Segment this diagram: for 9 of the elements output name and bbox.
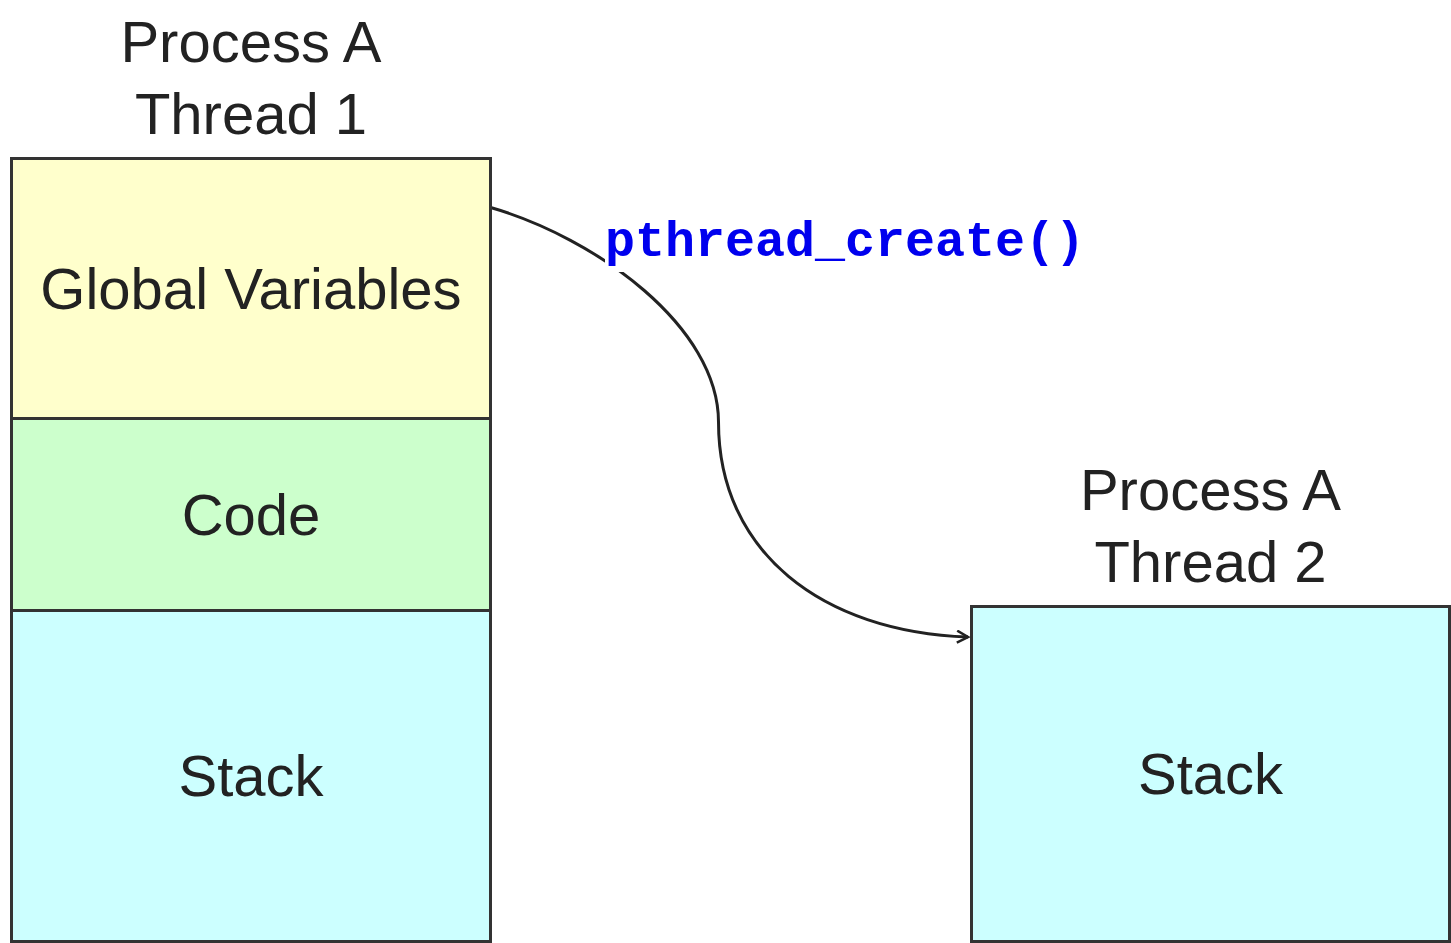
segment-label: Stack [178, 742, 324, 810]
thread-heading: Process A Thread 2 [1078, 456, 1343, 596]
memory-segment [13, 609, 489, 940]
segment-label: Code [181, 480, 321, 549]
memory-segment [13, 160, 489, 417]
segment-label: Global Variables [40, 254, 462, 323]
segment-label: Stack [1137, 740, 1284, 808]
thread-heading: Process A Thread 1 [119, 8, 383, 148]
memory-segment [13, 417, 489, 609]
